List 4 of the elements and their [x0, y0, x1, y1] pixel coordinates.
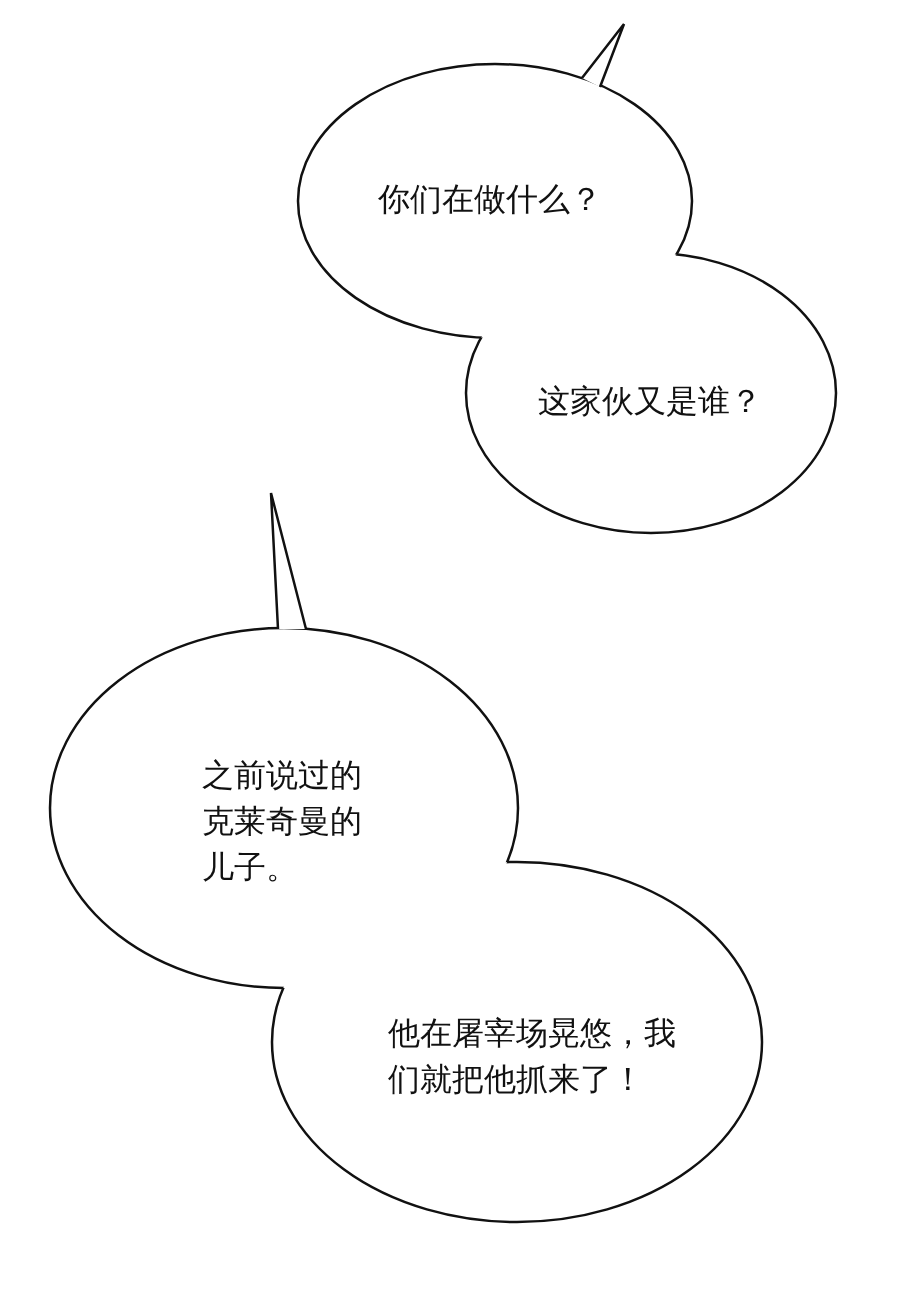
speech-text: 你们在做什么？: [378, 179, 603, 220]
speech-text: 之前说过的克莱奇曼的儿子。: [202, 755, 363, 888]
speech-text: 他在屠宰场晃悠，我们就把他抓来了！: [388, 1013, 677, 1100]
speech-text: 这家伙又是谁？: [538, 381, 763, 422]
